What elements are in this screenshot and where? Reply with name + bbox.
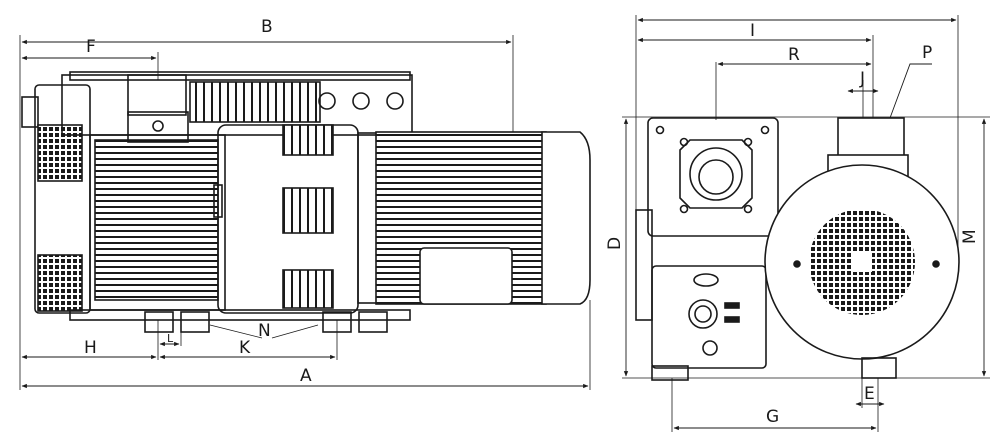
side-dimensions — [21, 39, 589, 389]
port-bolt-br — [743, 204, 753, 214]
side-cover-vent-2 — [282, 187, 334, 234]
pump-top-fin-strip — [189, 81, 321, 123]
n-leader-left — [209, 324, 263, 339]
motor-flange — [357, 132, 379, 304]
label-i: I — [750, 21, 755, 41]
motor-foot — [861, 357, 897, 379]
foot-4 — [358, 311, 388, 333]
label-f: F — [86, 37, 96, 57]
label-n: N — [258, 321, 271, 341]
plate-mark-2 — [724, 316, 740, 323]
foot-3 — [322, 311, 352, 333]
exhaust-port-base — [127, 111, 189, 143]
end-dimensions — [623, 17, 987, 431]
side-latch — [213, 184, 223, 218]
sight-glass — [693, 273, 719, 287]
side-cover-vent-3 — [282, 269, 334, 309]
label-m: M — [960, 229, 980, 244]
exhaust-plug — [152, 120, 164, 132]
block-bolt-2 — [760, 125, 770, 135]
terminal-box — [419, 247, 513, 305]
label-p: P — [922, 43, 932, 63]
label-j: J — [859, 69, 865, 89]
label-e: E — [864, 384, 875, 404]
inlet-flange — [21, 96, 39, 128]
end-block-lower — [651, 265, 767, 369]
port-ring — [689, 147, 743, 201]
side-cover-vent-1 — [282, 124, 334, 156]
n-leader-right — [271, 324, 319, 339]
top-bolt-3 — [386, 92, 404, 110]
motor-mount-hole-right — [932, 260, 940, 268]
exhaust-port — [127, 74, 187, 116]
label-d: D — [605, 237, 625, 250]
drain-core — [694, 305, 712, 323]
drain-plug — [702, 340, 718, 356]
port-bolt-tr — [743, 137, 753, 147]
port-bolt-bl — [679, 204, 689, 214]
motor-shaft-hole — [852, 252, 872, 272]
end-view — [622, 15, 990, 432]
side-view — [19, 35, 591, 390]
end-foot-left — [651, 365, 689, 381]
motor-mount-hole-left — [793, 260, 801, 268]
left-cover-grille-bottom — [37, 254, 83, 312]
foot-1 — [144, 311, 174, 333]
drain-ring — [688, 299, 718, 329]
foot-2 — [180, 311, 210, 333]
pump-top-housing — [61, 74, 413, 136]
port-bolt-tl — [679, 137, 689, 147]
label-k: K — [239, 338, 251, 358]
plate-mark-1 — [724, 302, 740, 309]
label-r: R — [788, 45, 800, 65]
side-view-labels: B F N L H K A — [84, 17, 312, 386]
end-view-labels: I R P J D M E G — [605, 21, 980, 427]
label-h: H — [84, 338, 97, 358]
top-bolt-2 — [352, 92, 370, 110]
end-block-side-plate — [635, 209, 653, 321]
pump-top-lid — [69, 71, 411, 81]
label-a: A — [300, 366, 312, 386]
base-rail — [69, 309, 411, 321]
pump-finned-block — [94, 139, 219, 301]
motor-end-cap — [541, 131, 591, 305]
label-b: B — [261, 17, 273, 37]
top-bolt-1 — [318, 92, 336, 110]
label-g: G — [766, 407, 779, 427]
label-l: L — [167, 332, 174, 345]
block-bolt-1 — [655, 125, 665, 135]
p-leader — [889, 63, 932, 119]
port-bore — [698, 159, 734, 195]
left-cover-grille-top — [37, 124, 83, 182]
end-block-upper — [647, 117, 779, 237]
